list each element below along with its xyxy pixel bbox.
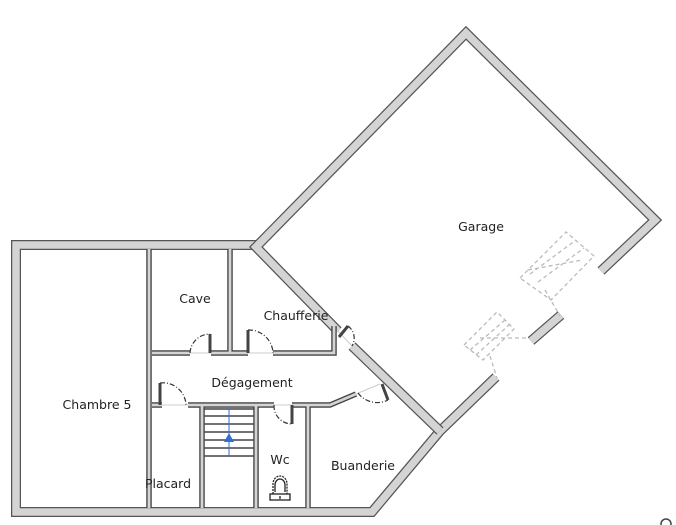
- exterior-walls: [11, 25, 663, 517]
- toilet-icon: [269, 475, 291, 501]
- room-label-garage: Garage: [458, 219, 504, 234]
- interior-walls: [146, 249, 358, 508]
- room-label-chambre: Chambre 5: [63, 397, 132, 412]
- room-label-buanderie: Buanderie: [331, 458, 395, 473]
- staircase: [204, 408, 254, 457]
- doors: [158, 325, 390, 425]
- room-label-degagement: Dégagement: [211, 375, 292, 390]
- room-label-chaufferie: Chaufferie: [264, 308, 329, 323]
- compass-icon: [660, 518, 672, 525]
- garage-door-outlines: [463, 231, 595, 379]
- room-label-wc: Wc: [270, 452, 289, 467]
- room-label-placard: Placard: [145, 476, 191, 491]
- stair-arrow-icon: [224, 433, 234, 442]
- room-label-cave: Cave: [179, 291, 211, 306]
